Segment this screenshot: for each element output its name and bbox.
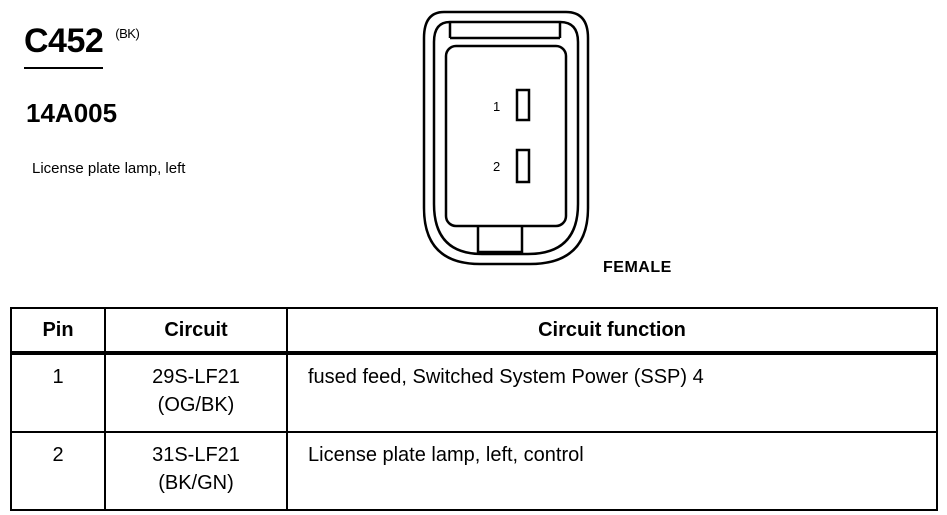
circuit-number: 31S-LF21 [152,444,240,466]
table-row: 2 31S-LF21 (BK/GN) License plate lamp, l… [10,431,938,511]
circuit-cell: 31S-LF21 (BK/GN) [104,431,288,511]
wire-color: (BK/GN) [158,472,234,494]
connector-gender-label: FEMALE [603,259,672,276]
connector-top-latch [448,22,562,40]
pinout-table: Pin Circuit Circuit function 1 29S-LF21 … [10,307,938,511]
connector-number: C452 [24,22,104,69]
connector-description: License plate lamp, left [32,160,186,177]
header-circuit-function: Circuit function [286,307,938,354]
header-circuit: Circuit [104,307,288,354]
connector-outer-shell [422,10,590,266]
circuit-function-cell: License plate lamp, left, control [286,431,938,511]
connector-inner-shell [432,20,580,256]
circuit-function-cell: fused feed, Switched System Power (SSP) … [286,352,938,433]
header-pin: Pin [10,307,106,354]
part-number: 14A005 [26,98,118,128]
wire-color: (OG/BK) [157,394,235,416]
connector-color-code: (BK) [115,26,140,41]
connector-face-drawing: 1 2 [422,10,590,266]
pin-cell: 2 [10,431,106,511]
pin-2-terminal [515,148,531,184]
connector-key-tab [476,226,524,254]
connector-id: C452 (BK) [24,22,140,69]
circuit-cell: 29S-LF21 (OG/BK) [104,352,288,433]
circuit-number: 29S-LF21 [152,366,240,388]
pin-cell: 1 [10,352,106,433]
pin-1-label: 1 [493,99,500,114]
table-row: 1 29S-LF21 (OG/BK) fused feed, Switched … [10,352,938,433]
table-header-row: Pin Circuit Circuit function [10,307,938,354]
pin-1-terminal [515,88,531,122]
pin-2-label: 2 [493,159,500,174]
connector-cavity-face [444,44,568,228]
